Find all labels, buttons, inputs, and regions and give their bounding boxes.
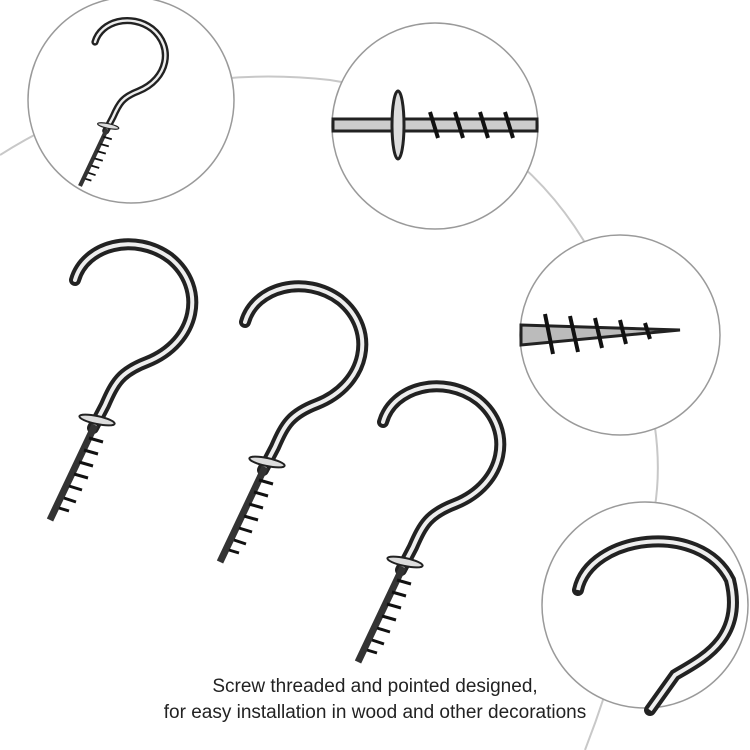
caption: Screw threaded and pointed designed, for… <box>0 674 750 726</box>
caption-line-1: Screw threaded and pointed designed, <box>212 676 538 697</box>
hook-large <box>50 244 192 520</box>
detail-circle-hook-curve <box>541 501 749 716</box>
caption-line-2: for easy installation in wood and other … <box>163 702 587 723</box>
detail-circle-screw-tip <box>519 234 721 436</box>
detail-circle-washer <box>331 22 539 230</box>
detail-circle-hook-overview <box>27 0 235 204</box>
hook-small <box>358 386 500 662</box>
hook-medium <box>220 286 362 562</box>
